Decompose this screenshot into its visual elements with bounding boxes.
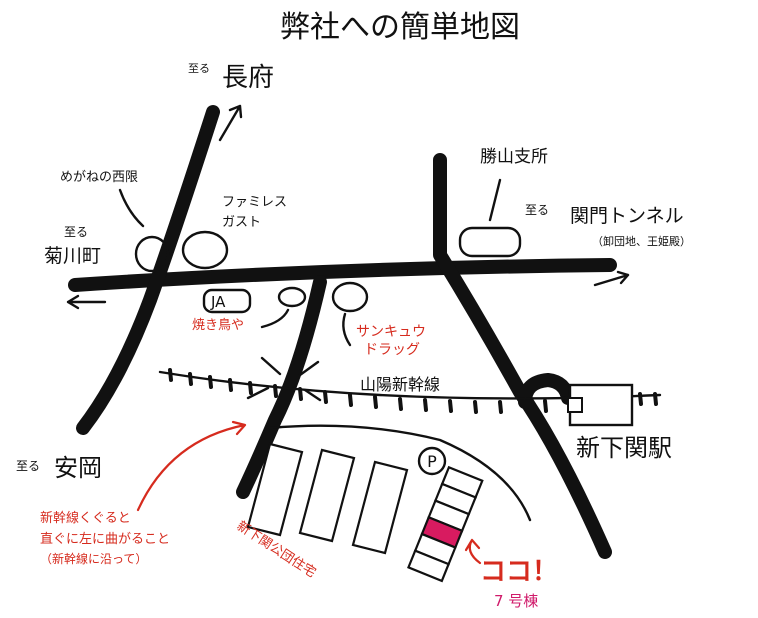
landmark-megane	[134, 235, 170, 273]
parking-label: P	[427, 452, 437, 471]
label-katsuyama: 勝山支所	[480, 147, 548, 167]
label-building-7: 7 号棟	[494, 592, 538, 610]
housing-block-1	[246, 442, 304, 537]
landmark-katsuyama	[458, 226, 522, 258]
label-shin-shimonoseki: 新下関駅	[576, 434, 672, 462]
pointer-yakitoriya	[260, 308, 290, 329]
note-line-3: （新幹線に沿って）	[40, 551, 147, 566]
label-to-tunnel-prefix: 至る	[525, 203, 549, 217]
road-horizontal-main	[68, 258, 617, 292]
road-center-south	[236, 275, 327, 499]
landmark-gusto	[181, 230, 229, 270]
label-sanyo-shinkansen: 山陽新幹線	[360, 375, 440, 394]
road-station-loop	[518, 373, 575, 409]
label-kikugawa: 菊川町	[44, 245, 101, 267]
label-tunnel: 関門トンネル	[570, 205, 684, 227]
pointer-megane	[118, 188, 145, 228]
arrow-nagafu	[218, 104, 243, 142]
label-ja: JA	[210, 293, 226, 311]
label-to-yasuoka-prefix: 至る	[16, 459, 40, 473]
label-tunnel-sub: （卸団地、王姫殿）	[592, 234, 691, 248]
road-to-nagafu	[76, 105, 220, 435]
arrow-tunnel	[593, 270, 630, 287]
label-sankyu-1: サンキュウ	[356, 324, 426, 340]
housing-blocks	[246, 442, 409, 555]
housing-block-3	[351, 460, 409, 555]
landmark-ja	[202, 288, 252, 314]
label-to-kikugawa-prefix: 至る	[64, 225, 88, 239]
label-to-nagafu-prefix: 至る	[188, 62, 210, 75]
label-megane: めがねの西限	[60, 170, 138, 185]
pointer-katsuyama	[488, 178, 502, 222]
landmark-sankyu	[331, 281, 369, 313]
label-familyrest-1: ファミレス	[222, 195, 287, 210]
shinkansen-ties	[168, 368, 658, 414]
label-nagafu: 長府	[222, 63, 274, 93]
map-title: 弊社への簡単地図	[280, 10, 520, 45]
route-arrow	[136, 420, 247, 512]
building-7	[407, 465, 484, 583]
housing-block-2	[298, 448, 356, 543]
label-yasuoka: 安岡	[54, 454, 102, 482]
underpass-mark	[246, 356, 322, 402]
pointer-sankyu	[342, 312, 352, 347]
label-koko: ココ！	[480, 557, 558, 587]
arrow-west	[66, 294, 107, 310]
label-sankyu-2: ドラッグ	[364, 342, 420, 358]
label-familyrest-2: ガスト	[222, 215, 261, 230]
road-housing	[268, 424, 532, 522]
landmark-yakitoriya	[277, 286, 307, 308]
note-line-1: 新幹線くぐると	[40, 510, 131, 526]
note-line-2: 直ぐに左に曲がること	[40, 532, 170, 547]
koko-arrow	[464, 538, 482, 565]
parking-icon	[417, 446, 447, 476]
label-yakitoriya: 焼き鳥や	[192, 318, 244, 333]
station-entrance	[567, 397, 583, 413]
